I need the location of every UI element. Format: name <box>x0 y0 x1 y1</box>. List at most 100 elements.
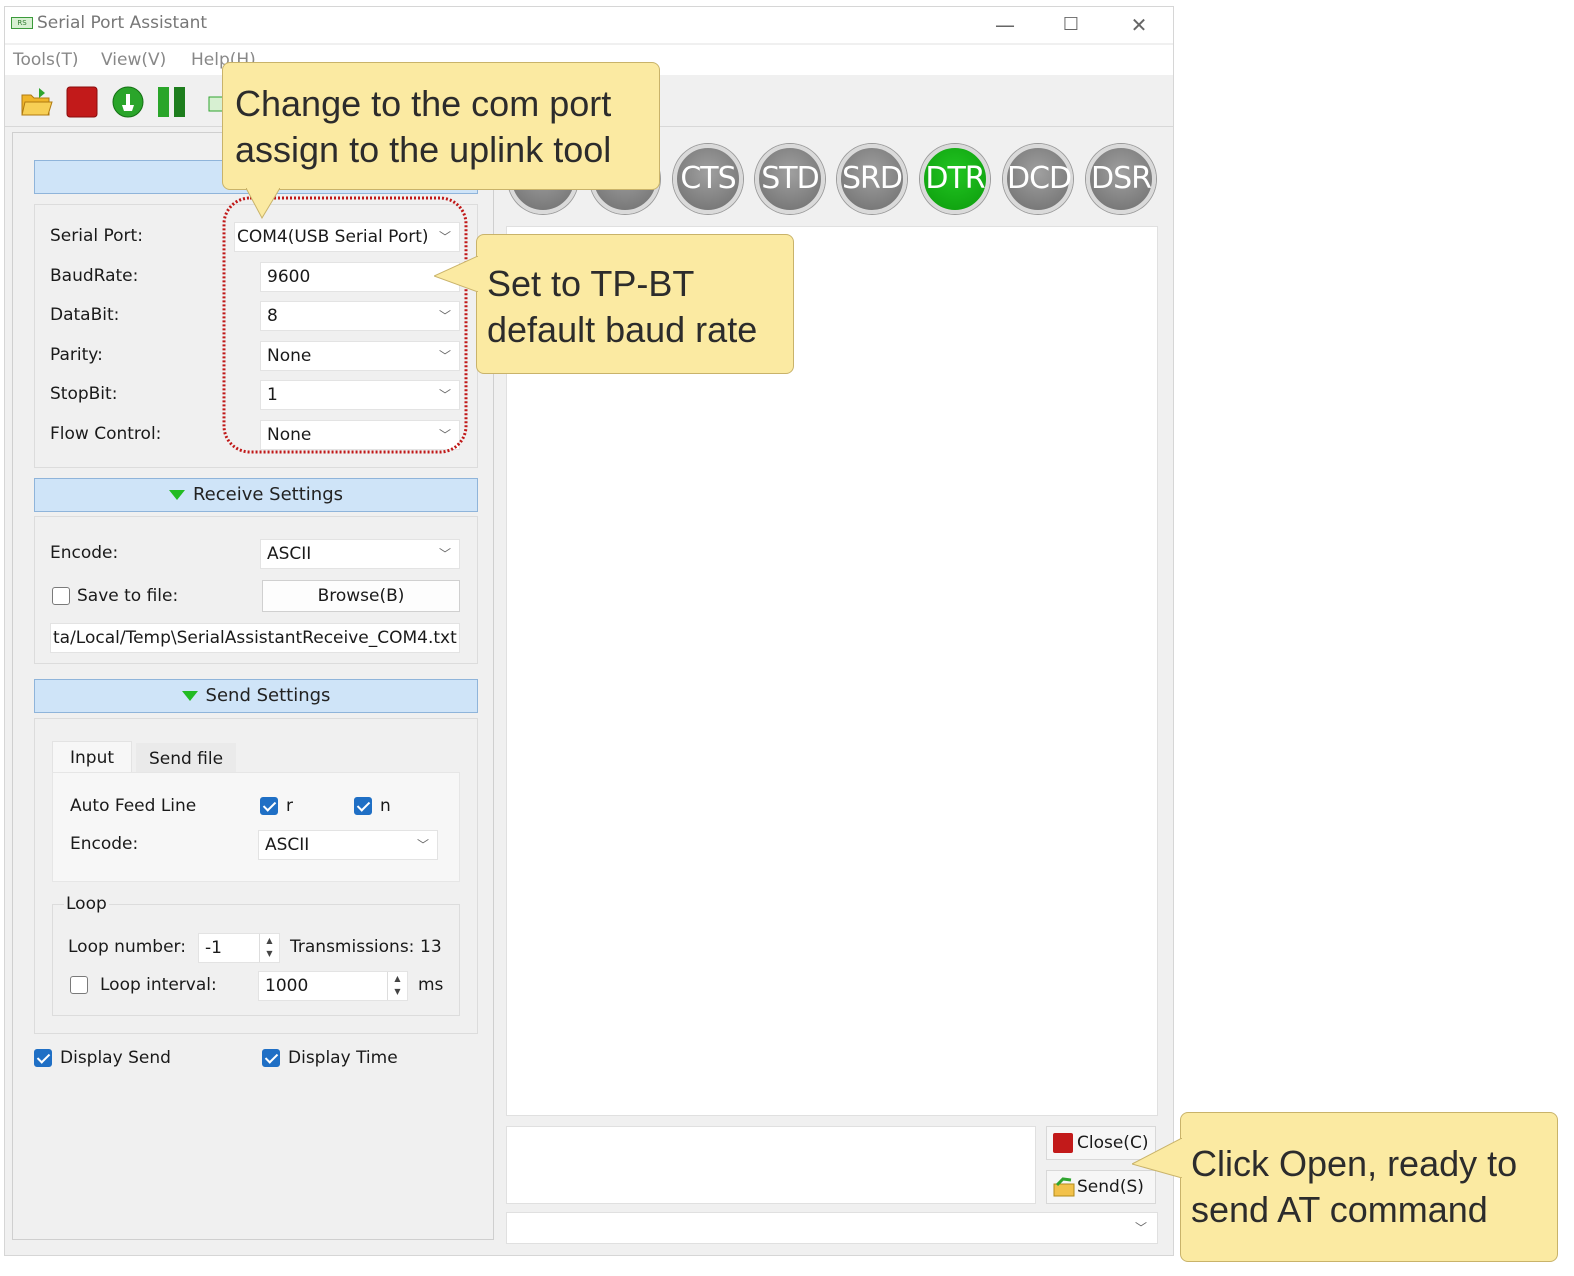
cr-label: r <box>286 796 293 816</box>
flow-control-label: Flow Control: <box>50 424 162 444</box>
receive-encode-select[interactable]: ASCII ﹀ <box>260 539 460 569</box>
tab-send-file[interactable]: Send file <box>136 743 236 775</box>
minimize-button[interactable]: — <box>995 13 1015 37</box>
serial-port-value: COM4(USB Serial Port) <box>237 227 429 247</box>
send-envelope-icon <box>1053 1177 1075 1197</box>
databit-label: DataBit: <box>50 305 120 325</box>
pause-icon[interactable] <box>155 85 189 119</box>
databit-select[interactable]: 8﹀ <box>260 301 460 331</box>
stopbit-label: StopBit: <box>50 384 118 404</box>
parity-select[interactable]: None ﹀ <box>260 341 460 371</box>
spin-arrows-icon[interactable]: ▲▼ <box>259 934 279 962</box>
highlight-outline <box>222 196 468 454</box>
save-to-file-label: Save to file: <box>77 586 179 606</box>
auto-feed-line-label: Auto Feed Line <box>70 796 197 816</box>
history-select[interactable]: ﹀ <box>506 1212 1158 1244</box>
tab-input[interactable]: Input <box>52 741 132 773</box>
send-encode-select[interactable]: ASCII ﹀ <box>258 830 438 860</box>
callout-open: Click Open, ready to send AT command <box>1180 1112 1558 1262</box>
receive-text-area[interactable] <box>506 226 1158 1116</box>
callout-com-port-tail <box>246 188 280 220</box>
transmissions-value: 13 <box>420 937 442 957</box>
receive-file-path-field[interactable]: ta/Local/Temp\SerialAssistantReceive_COM… <box>50 623 460 653</box>
loop-interval-value: 1000 <box>265 976 309 996</box>
clear-icon[interactable] <box>111 85 145 119</box>
lf-checkbox[interactable] <box>354 797 372 815</box>
serial-port-label: Serial Port: <box>50 226 143 246</box>
menu-tools[interactable]: Tools(T) <box>13 50 79 70</box>
chevron-down-icon: ﹀ <box>438 349 451 363</box>
led-srd: SRD <box>837 144 907 214</box>
stopbit-value: 1 <box>267 385 278 405</box>
send-text-input[interactable] <box>506 1126 1036 1204</box>
loop-interval-spinbox[interactable]: 1000 ▲▼ <box>258 971 408 1001</box>
receive-settings-header[interactable]: Receive Settings <box>34 478 478 512</box>
receive-encode-label: Encode: <box>50 543 119 563</box>
baudrate-label: BaudRate: <box>50 266 139 286</box>
spin-arrows-icon[interactable]: ▲▼ <box>387 972 407 1000</box>
loop-number-label: Loop number: <box>68 937 186 957</box>
databit-value: 8 <box>267 306 278 326</box>
stop-icon <box>1053 1133 1073 1153</box>
callout-baud: Set to TP-BT default baud rate <box>476 234 794 374</box>
cr-checkbox[interactable] <box>260 797 278 815</box>
serial-port-select[interactable]: COM4(USB Serial Port) ﹀ <box>234 222 460 252</box>
send-settings-title: Send Settings <box>205 685 331 706</box>
stopbit-select[interactable]: 1﹀ <box>260 380 460 410</box>
send-label: Send(S) <box>1077 1177 1144 1197</box>
close-port-button[interactable]: Close(C) <box>1046 1126 1156 1160</box>
display-send-checkbox[interactable] <box>34 1049 52 1067</box>
save-to-file-checkbox[interactable] <box>52 587 70 605</box>
callout-open-tail <box>1132 1138 1182 1178</box>
menu-bar: Tools(T) View(V) Help(H) <box>5 45 1173 75</box>
loop-title: Loop <box>64 894 109 914</box>
send-encode-label: Encode: <box>70 834 139 854</box>
ms-label: ms <box>418 975 444 995</box>
chevron-down-icon: ﹀ <box>438 428 451 442</box>
send-button[interactable]: Send(S) <box>1046 1170 1156 1204</box>
expand-triangle-icon <box>168 490 185 500</box>
receive-settings-title: Receive Settings <box>192 484 344 505</box>
transmissions-label: Transmissions: <box>290 937 415 957</box>
parity-value: None <box>267 346 312 366</box>
loop-number-value: -1 <box>205 938 222 958</box>
led-dsr: DSR <box>1086 144 1156 214</box>
baudrate-value: 9600 <box>267 267 311 287</box>
display-time-checkbox[interactable] <box>262 1049 280 1067</box>
browse-button[interactable]: Browse(B) <box>262 580 460 612</box>
display-time-label: Display Time <box>288 1048 398 1068</box>
title-bar: RS Serial Port Assistant — ☐ ✕ <box>5 7 1173 43</box>
flow-control-value: None <box>267 425 312 445</box>
chevron-down-icon: ﹀ <box>416 838 429 852</box>
display-send-label: Display Send <box>60 1048 171 1068</box>
loop-number-spinbox[interactable]: -1 ▲▼ <box>198 933 280 963</box>
menu-view[interactable]: View(V) <box>101 50 167 70</box>
close-port-label: Close(C) <box>1077 1133 1149 1153</box>
window-title: Serial Port Assistant <box>37 13 208 33</box>
maximize-button[interactable]: ☐ <box>1062 14 1080 35</box>
send-encode-value: ASCII <box>265 835 310 855</box>
led-dcd: DCD <box>1003 144 1073 214</box>
chevron-down-icon: ﹀ <box>1134 1221 1147 1235</box>
flow-control-select[interactable]: None ﹀ <box>260 420 460 450</box>
callout-baud-tail <box>434 256 478 292</box>
loop-interval-label: Loop interval: <box>100 975 217 995</box>
chevron-down-icon: ﹀ <box>438 230 451 244</box>
loop-interval-checkbox[interactable] <box>70 976 88 994</box>
led-cts: CTS <box>673 144 743 214</box>
grid-icon[interactable] <box>207 85 223 119</box>
open-folder-icon[interactable] <box>19 85 53 119</box>
led-std: STD <box>755 144 825 214</box>
callout-com-port: Change to the com port assign to the upl… <box>222 62 660 190</box>
lf-label: n <box>380 796 391 816</box>
send-settings-header[interactable]: Send Settings <box>34 679 478 713</box>
led-dtr: DTR <box>920 144 990 214</box>
receive-encode-value: ASCII <box>267 544 312 564</box>
chevron-down-icon: ﹀ <box>438 309 451 323</box>
expand-triangle-icon <box>181 691 198 701</box>
app-logo-icon: RS <box>11 17 33 29</box>
chevron-down-icon: ﹀ <box>438 547 451 561</box>
stop-icon[interactable] <box>65 85 99 119</box>
close-window-button[interactable]: ✕ <box>1130 13 1148 37</box>
